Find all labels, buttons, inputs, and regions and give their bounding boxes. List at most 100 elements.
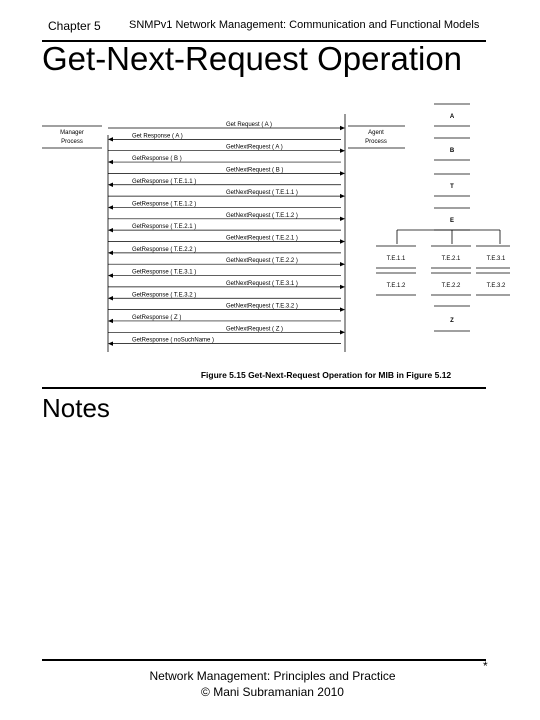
mib-leaf-T.E.3.2: T.E.3.2 xyxy=(476,272,510,296)
svg-text:A: A xyxy=(450,114,455,120)
message-3: GetNextRequest ( A ) xyxy=(108,145,345,153)
svg-text:T: T xyxy=(450,184,454,190)
message-7: GetNextRequest ( T.E.1.1 ) xyxy=(108,190,345,199)
message-14: GetResponse ( T.E.3.1 ) xyxy=(108,270,341,278)
message-arrow-head xyxy=(340,284,345,290)
message-label: GetResponse ( T.E.1.2 ) xyxy=(132,201,196,207)
message-20: GetResponse ( noSuchName ) xyxy=(108,338,341,346)
message-12: GetResponse ( T.E.2.2 ) xyxy=(108,247,341,256)
message-label: GetResponse ( T.E.1.1 ) xyxy=(132,179,196,185)
footer-line-2: © Mani Subramanian 2010 xyxy=(201,685,344,699)
message-11: GetNextRequest ( T.E.2.1 ) xyxy=(108,236,345,244)
message-arrow-head xyxy=(340,171,345,176)
mib-leaf-T.E.2.2: T.E.2.2 xyxy=(431,272,471,296)
mib-leaf-T.E.3.1: T.E.3.1 xyxy=(476,245,510,269)
message-label: Get Response ( A ) xyxy=(132,133,183,139)
message-arrow-head xyxy=(340,307,345,312)
message-arrow-head xyxy=(340,239,345,244)
agent-label-2: Process xyxy=(365,139,387,145)
message-label: GetNextRequest ( T.E.2.2 ) xyxy=(226,258,298,264)
mib-leaf-T.E.1.1: T.E.1.1 xyxy=(376,245,416,269)
mib-node-Z: Z xyxy=(434,305,470,332)
message-arrow-head xyxy=(108,205,113,210)
message-arrow-head xyxy=(340,262,345,267)
message-arrow-head xyxy=(340,125,345,131)
message-label: GetResponse ( noSuchName ) xyxy=(132,338,214,344)
svg-text:T.E.1.1: T.E.1.1 xyxy=(387,256,406,262)
mib-tree: A B T E T.E.1.1 T.E.2.1 T.E.3.1T.E.1.2 T.E.2.2 T… xyxy=(376,103,510,332)
chapter-label: Chapter 5 xyxy=(48,19,101,33)
message-label: GetNextRequest ( A ) xyxy=(226,145,283,151)
message-label: GetNextRequest ( T.E.1.2 ) xyxy=(226,213,298,219)
message-label: GetResponse ( T.E.3.1 ) xyxy=(132,270,196,276)
svg-text:B: B xyxy=(450,148,455,154)
message-1: Get Request ( A ) xyxy=(108,122,345,131)
header-rule xyxy=(42,40,486,42)
message-label: GetNextRequest ( T.E.3.2 ) xyxy=(226,304,298,310)
message-arrow-head xyxy=(108,318,113,324)
agent-process: Agent Process xyxy=(348,125,405,149)
svg-text:T.E.3.2: T.E.3.2 xyxy=(487,283,506,289)
message-label: GetNextRequest ( B ) xyxy=(226,167,283,173)
message-label: GetResponse ( T.E.2.2 ) xyxy=(132,247,196,253)
sequence-figure: Manager Process Agent Process Get Reques… xyxy=(42,103,510,380)
message-list: Get Request ( A ) Get Response ( A ) GetNe… xyxy=(108,122,345,346)
mib-node-A: A xyxy=(434,103,470,127)
message-label: GetResponse ( Z ) xyxy=(132,315,181,321)
message-label: GetNextRequest ( Z ) xyxy=(226,326,283,332)
message-arrow-head xyxy=(108,250,113,256)
manager-label-1: Manager xyxy=(60,130,84,136)
message-15: GetNextRequest ( T.E.3.1 ) xyxy=(108,281,345,290)
agent-label-1: Agent xyxy=(368,130,384,136)
message-label: GetResponse ( T.E.3.2 ) xyxy=(132,292,196,298)
message-16: GetResponse ( T.E.3.2 ) xyxy=(108,292,341,301)
message-label: GetResponse ( T.E.2.1 ) xyxy=(132,224,196,230)
svg-text:Z: Z xyxy=(450,318,454,324)
message-label: GetNextRequest ( T.E.3.1 ) xyxy=(226,281,298,287)
svg-text:T.E.3.1: T.E.3.1 xyxy=(487,256,506,262)
message-5: GetNextRequest ( B ) xyxy=(108,167,345,176)
message-label: GetNextRequest ( T.E.1.1 ) xyxy=(226,190,298,196)
message-4: GetResponse ( B ) xyxy=(108,156,341,165)
message-arrow-head xyxy=(108,182,113,187)
message-13: GetNextRequest ( T.E.2.2 ) xyxy=(108,258,345,267)
header-topic: SNMPv1 Network Management: Communication… xyxy=(129,19,480,31)
svg-text:T.E.1.2: T.E.1.2 xyxy=(387,283,406,289)
svg-text:T.E.2.2: T.E.2.2 xyxy=(442,283,461,289)
svg-text:T.E.2.1: T.E.2.1 xyxy=(442,256,461,262)
svg-text:E: E xyxy=(450,218,454,224)
mib-node-B: B xyxy=(434,137,470,161)
figure-caption: Figure 5.15 Get-Next-Request Operation f… xyxy=(201,370,452,380)
message-arrow-head xyxy=(340,330,345,335)
message-9: GetNextRequest ( T.E.1.2 ) xyxy=(108,213,345,221)
slide-title: Get-Next-Request Operation xyxy=(42,40,463,77)
message-label: GetNextRequest ( T.E.2.1 ) xyxy=(226,236,298,242)
message-label: Get Request ( A ) xyxy=(226,122,272,128)
mib-node-T: T xyxy=(434,173,470,197)
message-arrow-head xyxy=(108,296,113,301)
footer-rule xyxy=(42,659,486,661)
message-arrow-head xyxy=(108,341,113,346)
message-label: GetResponse ( B ) xyxy=(132,156,182,162)
message-10: GetResponse ( T.E.2.1 ) xyxy=(108,224,341,233)
message-arrow-head xyxy=(340,148,345,153)
mib-leaf-T.E.1.2: T.E.1.2 xyxy=(376,272,416,296)
manager-label-2: Process xyxy=(61,139,83,145)
footer: Network Management: Principles and Pract… xyxy=(120,668,425,700)
manager-process: Manager Process xyxy=(42,125,102,149)
mib-leaf-T.E.2.1: T.E.2.1 xyxy=(431,245,471,269)
message-arrow-head xyxy=(340,193,345,199)
message-arrow-head xyxy=(108,227,113,233)
figure-rule xyxy=(42,387,486,389)
message-arrow-head xyxy=(340,216,345,221)
message-19: GetNextRequest ( Z ) xyxy=(108,326,345,335)
message-arrow-head xyxy=(108,159,113,165)
message-6: GetResponse ( T.E.1.1 ) xyxy=(108,179,341,187)
footer-line-1: Network Management: Principles and Pract… xyxy=(149,669,396,683)
mib-node-E: E xyxy=(434,207,470,231)
message-8: GetResponse ( T.E.1.2 ) xyxy=(108,201,341,210)
message-18: GetResponse ( Z ) xyxy=(108,315,341,324)
message-arrow-head xyxy=(108,273,113,278)
notes-heading: Notes xyxy=(42,393,110,423)
message-2: Get Response ( A ) xyxy=(108,133,341,142)
